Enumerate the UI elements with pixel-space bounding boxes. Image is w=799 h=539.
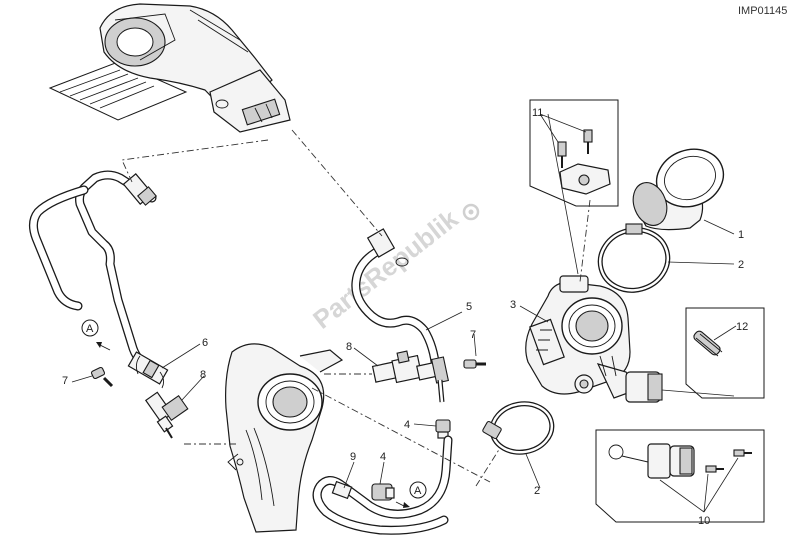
watermark-gear-icon (462, 203, 480, 221)
callout-5: 5 (466, 301, 472, 313)
intake-manifold (225, 343, 344, 533)
callout-4-lower: 4 (380, 451, 386, 463)
connector-a-right-label: A (414, 485, 422, 497)
watermark: PartsRepublik (307, 203, 464, 335)
connector-a-right: A (395, 481, 427, 508)
union-4-upper (435, 419, 451, 439)
inset-actuator-10 (595, 429, 765, 523)
hose-clamp-2-upper (597, 223, 671, 293)
callout-6: 6 (202, 337, 208, 349)
callout-2-lower: 2 (534, 485, 540, 497)
screw-7-center (463, 359, 486, 369)
throttle-body-3 (525, 275, 663, 403)
hose-5-fitting (366, 228, 396, 258)
intake-gasket-plate (48, 61, 188, 121)
callout-9: 9 (350, 451, 356, 463)
callout-4-upper: 4 (404, 419, 410, 431)
assembly-lines (121, 129, 591, 487)
intake-boot-1 (632, 148, 725, 231)
hose-clamp-2-lower (482, 401, 555, 455)
connector-a-left: A (81, 319, 111, 351)
hose-5 (351, 228, 441, 375)
hose-9 (312, 435, 453, 535)
callout-3: 3 (510, 299, 516, 311)
callout-8-left: 8 (200, 369, 206, 381)
watermark-text: PartsRepublik (307, 203, 464, 335)
callouts: 1 2 2 3 4 4 5 6 7 7 8 8 9 10 11 12 (62, 107, 748, 527)
left-hose-line (28, 170, 157, 371)
callout-8-center: 8 (346, 341, 352, 353)
airbox-intake-assembly (48, 3, 291, 133)
callout-11: 11 (532, 107, 543, 119)
callout-7-center: 7 (470, 329, 476, 341)
injector-8-left (144, 391, 189, 439)
callout-10: 10 (698, 515, 710, 527)
callout-7-left: 7 (62, 375, 68, 387)
drawing-code: IMP01145 (738, 5, 787, 17)
callout-1: 1 (738, 229, 744, 241)
screw-7-left (90, 366, 114, 388)
injector-rail-8 (371, 350, 450, 403)
manifold-mount-tab (299, 349, 344, 373)
callout-12: 12 (736, 321, 748, 333)
fuel-hose-connector-6 (127, 351, 169, 389)
union-4-lower (371, 483, 395, 501)
leader-lines (71, 113, 739, 513)
inset-o-ring-12 (685, 307, 765, 399)
callout-2-upper: 2 (738, 259, 744, 271)
connector-a-left-label: A (86, 323, 94, 335)
